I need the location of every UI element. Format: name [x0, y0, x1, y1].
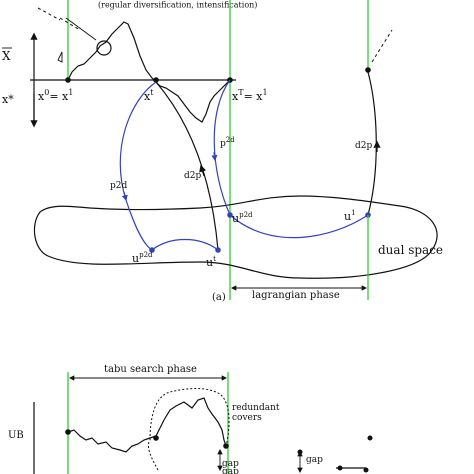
tabu-point-right2 [367, 435, 373, 441]
label-u1-right: u1 [344, 209, 356, 223]
label-tabu-phase: tabu search phase [104, 364, 197, 375]
label-d2p-right: d2p [355, 141, 372, 151]
point-ut [215, 247, 221, 253]
label-x0: x0= x1 [38, 88, 73, 103]
arrow-p2d-upper [211, 151, 218, 162]
circle-annotation [96, 40, 112, 56]
arrow-p2d-left [121, 191, 128, 202]
label-xT: xT= x1 [232, 88, 268, 103]
label-xt: xt [144, 88, 154, 103]
redundant-covers-outline [149, 388, 230, 447]
point-x0 [65, 77, 71, 83]
tick-mark [57, 51, 63, 63]
curve-d2p-middle [155, 81, 219, 251]
redundant-covers-inner [147, 439, 159, 471]
label-gap1: gap [222, 459, 239, 469]
label-xstar: x* [2, 93, 14, 106]
label-gap3: gap [222, 467, 239, 474]
tabu-point-right4 [363, 467, 369, 473]
label-gap2: gap [306, 455, 323, 465]
circle-pointer [65, 17, 97, 41]
tabu-point-mid [153, 435, 159, 441]
label-u-p2d-left: up2d [132, 251, 153, 265]
point-u-p2d-left [149, 247, 155, 253]
label-d2p-middle: d2p [184, 171, 201, 181]
curve-dual-right [229, 214, 369, 239]
curve-p2d-upper [213, 79, 231, 216]
curve-dual-left [151, 239, 219, 251]
redundant-line-2: covers [232, 413, 262, 423]
label-redundant-covers: redundant covers [232, 403, 282, 423]
tabu-trajectory [67, 397, 227, 453]
top-note: (regular diversification, intensificatio… [98, 1, 257, 10]
label-u-p2d-mid: up2d [232, 211, 253, 225]
curve-p2d-left [119, 81, 157, 251]
label-dual-space: dual space [378, 243, 443, 257]
arrow-d2p-middle [199, 164, 207, 177]
point-right-top [365, 67, 371, 73]
dashed-guide-right [59, 17, 81, 31]
point-xt [153, 77, 159, 83]
label-xbar: X [2, 49, 11, 63]
tabu-point-end [223, 443, 229, 449]
primal-dual-diagram: (regular diversification, intensificatio… [2, 0, 443, 303]
redundant-line-1: redundant [232, 403, 280, 413]
label-ub: UB [8, 430, 24, 441]
label-ut: ut [206, 255, 216, 269]
dashed-guide-left [37, 7, 61, 21]
dual-space-region [33, 195, 438, 279]
tabu-point-start [65, 429, 71, 435]
point-u-p2d-mid [227, 212, 233, 218]
label-p2d-left: p2d [110, 181, 127, 191]
tabu-diagram: tabu search phase UB redundant covers ga… [8, 364, 373, 474]
dashed-right-upper [371, 29, 393, 63]
label-p2d-upper: p2d [220, 136, 235, 149]
caption-a: (a) [212, 292, 226, 303]
label-lagrangian-phase: lagrangian phase [252, 290, 340, 301]
